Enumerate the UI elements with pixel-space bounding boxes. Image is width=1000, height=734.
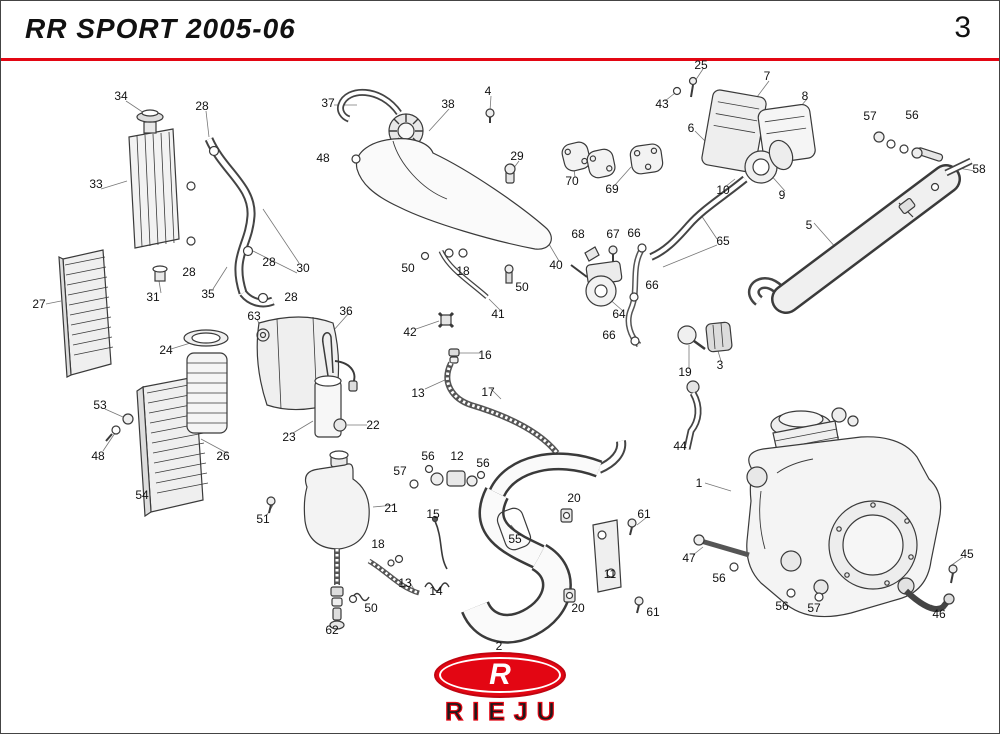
brand-wordmark: RIEJU [445, 698, 564, 726]
airbox-carb-drawing [649, 76, 816, 261]
radiator-guard-upper [58, 249, 114, 378]
page-title: RR SPORT 2005-06 [25, 13, 296, 44]
oil-tank-drawing [303, 450, 420, 630]
silencer-drawing [747, 131, 973, 314]
seat-tank-drawing [337, 89, 552, 250]
brand-logo: R RIEJU [434, 652, 566, 725]
cable-and-fittings-drawing [266, 108, 516, 592]
header-accent-bar [1, 58, 999, 61]
logo-letter: R [489, 658, 511, 691]
engine-drawing [693, 407, 958, 618]
brand-logo-oval: R [434, 652, 566, 698]
fuel-tap-and-hose [420, 248, 560, 455]
page-number: 3 [954, 11, 971, 44]
kick-lever-drawing [683, 380, 702, 450]
bottle-drawing [314, 332, 347, 438]
ribbed-sleeve-drawing [183, 329, 229, 434]
gaskets-drawing [561, 141, 664, 179]
oil-pump-drawing [570, 243, 647, 348]
radiator-drawing [128, 109, 180, 282]
exhaust-pipe-drawing [461, 440, 627, 644]
logo-ring [439, 657, 561, 693]
tool-bag-drawing [256, 316, 358, 411]
radiator-hoses [186, 137, 275, 308]
exhaust-bracket-drawing [560, 508, 644, 614]
exhaust-clamp-drawing [677, 321, 733, 353]
